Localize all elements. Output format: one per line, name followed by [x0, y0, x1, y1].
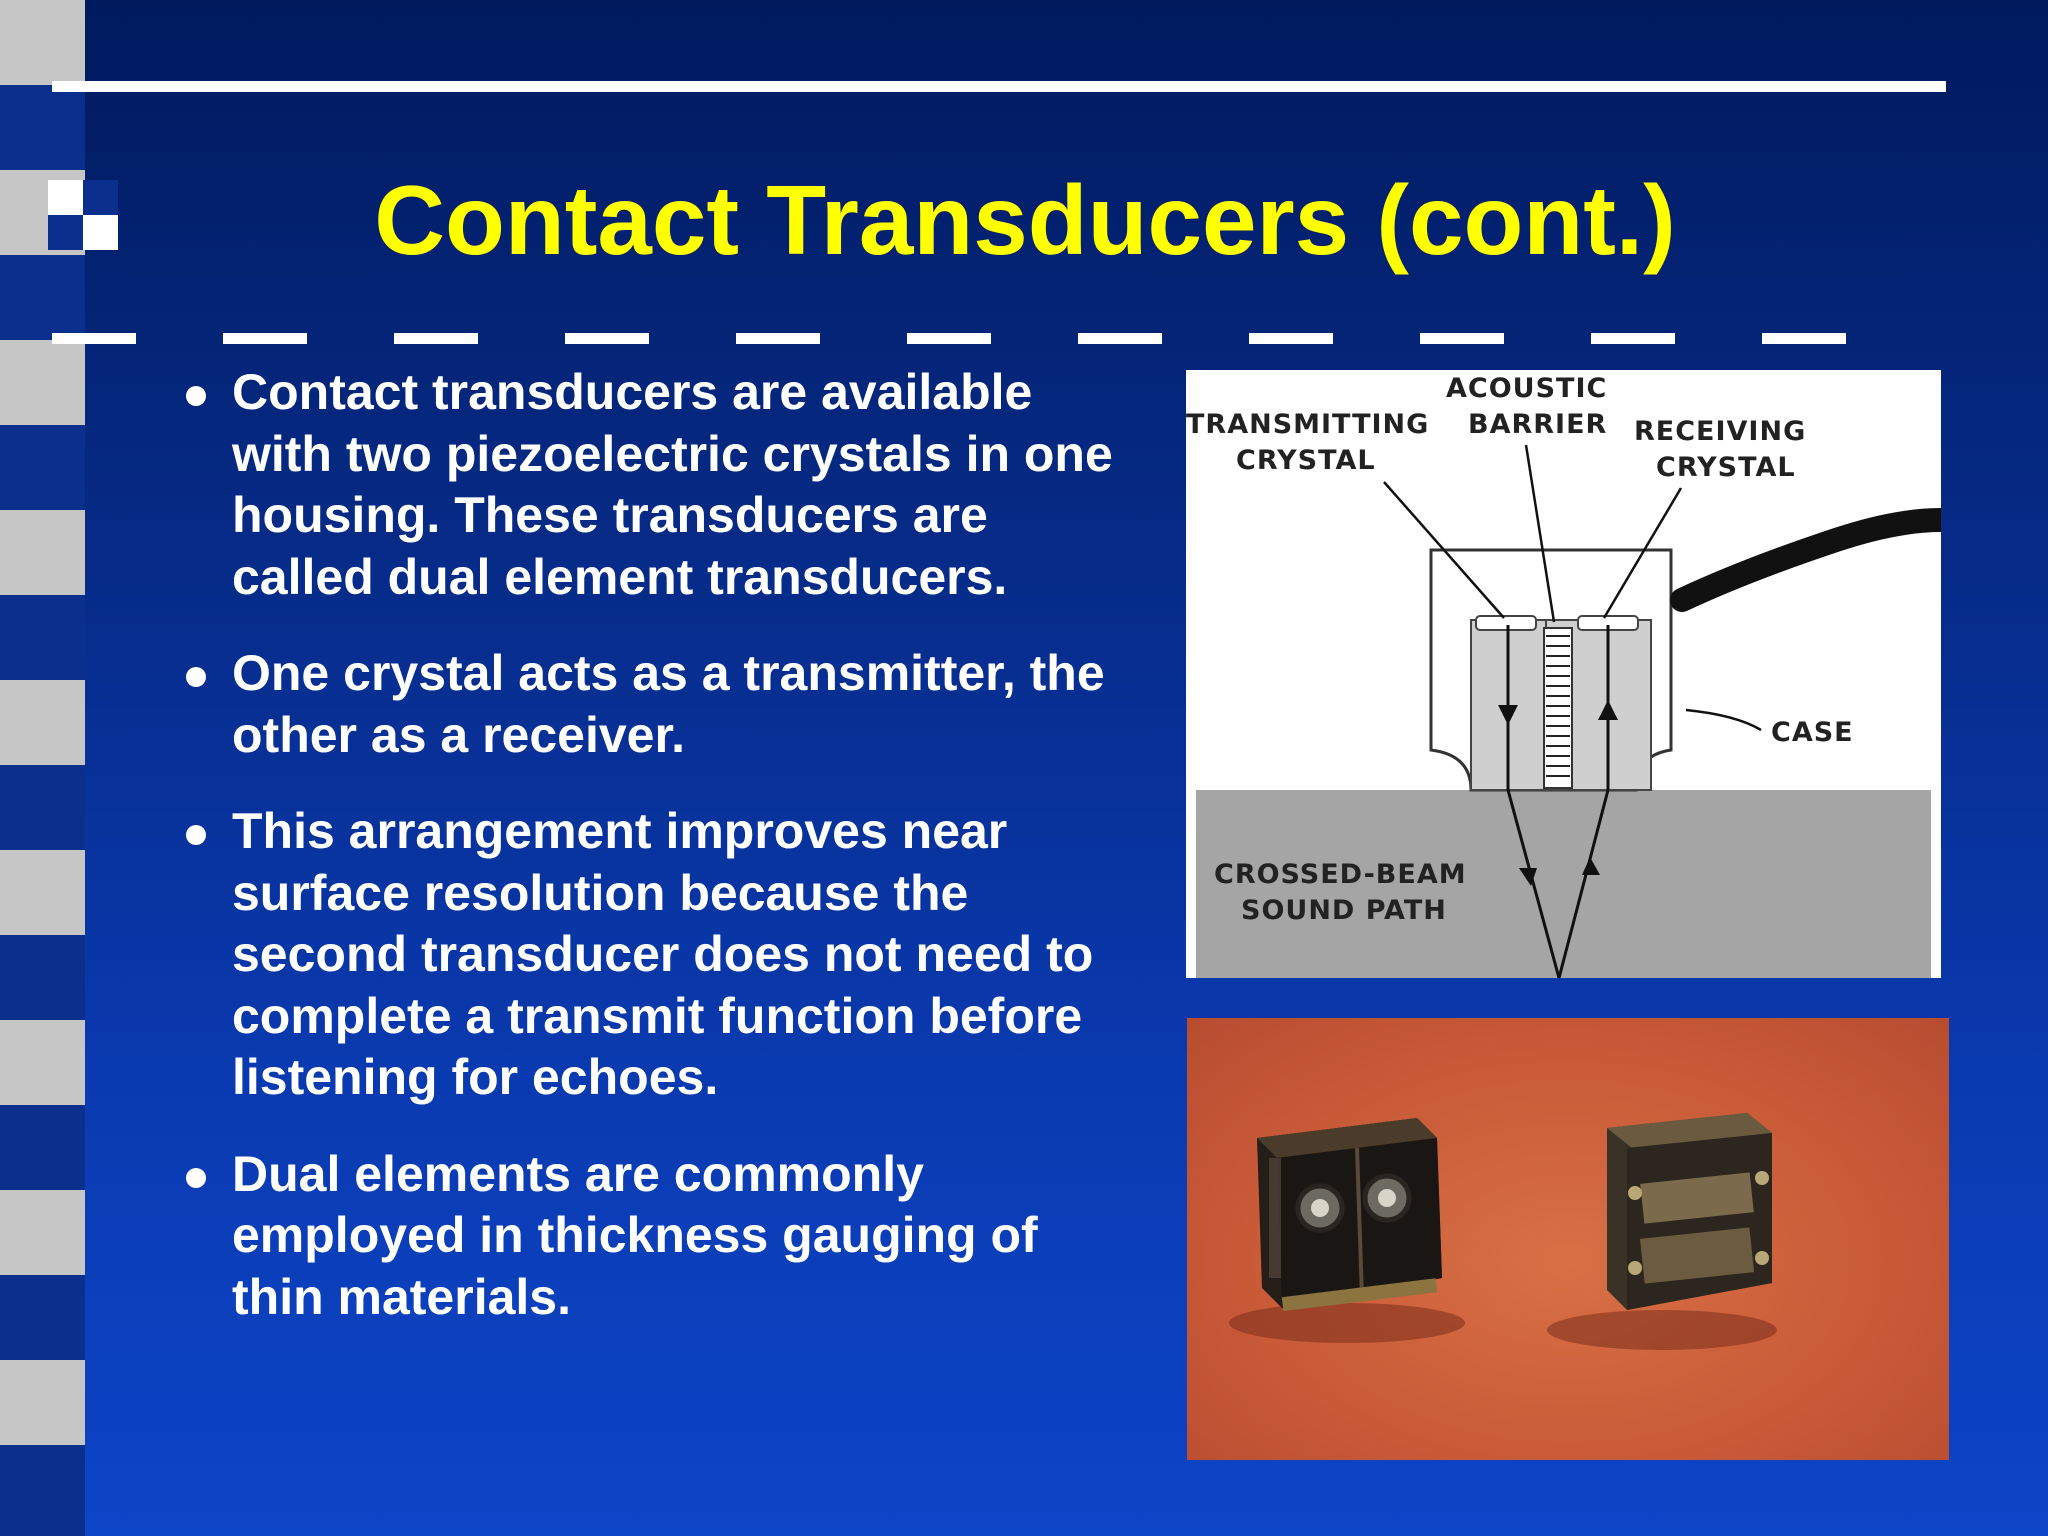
bullet-item: Contact transducers are available with t… [180, 362, 1140, 608]
strip-block [0, 850, 85, 935]
strip-block [0, 595, 85, 680]
bullet-list: Contact transducers are available with t… [180, 362, 1140, 1363]
bullet-text: Dual elements are commonly employed in t… [232, 1145, 1038, 1325]
slide-title: Contact Transducers (cont.) [374, 165, 1676, 275]
transducer-photo [1187, 1018, 1949, 1460]
top-rule [52, 81, 1946, 92]
bullet-text: One crystal acts as a transmitter, the o… [232, 645, 1105, 763]
label-receiving-crystal: CRYSTAL [1656, 452, 1796, 483]
dual-transducer-left [1229, 1118, 1465, 1343]
dual-element-transducer-diagram: TRANSMITTING CRYSTAL ACOUSTIC BARRIER RE… [1186, 370, 1941, 978]
strip-block [0, 1190, 85, 1275]
dual-transducer-right [1547, 1113, 1777, 1350]
label-crossed-beam: CROSSED-BEAM [1214, 859, 1467, 890]
strip-block [0, 340, 85, 425]
leader-lines [1383, 444, 1762, 732]
strip-block [0, 1445, 85, 1536]
strip-block [0, 935, 85, 1020]
bullet-dot-icon [186, 1167, 206, 1188]
strip-block [0, 1105, 85, 1190]
bullet-dot-icon [186, 825, 206, 845]
bullet-item: One crystal acts as a transmitter, the o… [180, 643, 1140, 766]
crystal-cap [1475, 615, 1537, 631]
cable [1670, 508, 1941, 612]
bullet-item: This arrangement improves near surface r… [180, 801, 1140, 1109]
bullet-text: Contact transducers are available with t… [232, 364, 1113, 605]
strip-block [0, 765, 85, 850]
strip-block [0, 425, 85, 510]
strip-block [0, 255, 85, 340]
bullet-dot-icon [186, 667, 206, 687]
label-transmitting-crystal: CRYSTAL [1236, 445, 1376, 476]
strip-block [0, 680, 85, 765]
strip-block [0, 1360, 85, 1445]
strip-block [0, 1020, 85, 1105]
label-barrier: BARRIER [1468, 409, 1607, 440]
label-acoustic: ACOUSTIC [1446, 373, 1607, 404]
bullet-item: Dual elements are commonly employed in t… [180, 1144, 1140, 1329]
test-material [1196, 790, 1931, 978]
direction-arrows [1498, 700, 1618, 886]
strip-block [0, 0, 85, 85]
label-receiving: RECEIVING [1634, 416, 1806, 447]
barrier-hatching [1546, 635, 1570, 777]
title-checker-icon [48, 180, 118, 250]
acoustic-barrier [1543, 627, 1573, 789]
bullet-dot-icon [186, 386, 206, 406]
strip-block [0, 1275, 85, 1360]
bullet-text: This arrangement improves near surface r… [232, 803, 1094, 1105]
strip-block [0, 510, 85, 595]
label-sound-path: SOUND PATH [1241, 895, 1447, 926]
label-case: CASE [1771, 717, 1854, 748]
label-transmitting: TRANSMITTING [1186, 409, 1429, 440]
dashed-rule [52, 333, 1896, 344]
strip-block [0, 85, 85, 170]
